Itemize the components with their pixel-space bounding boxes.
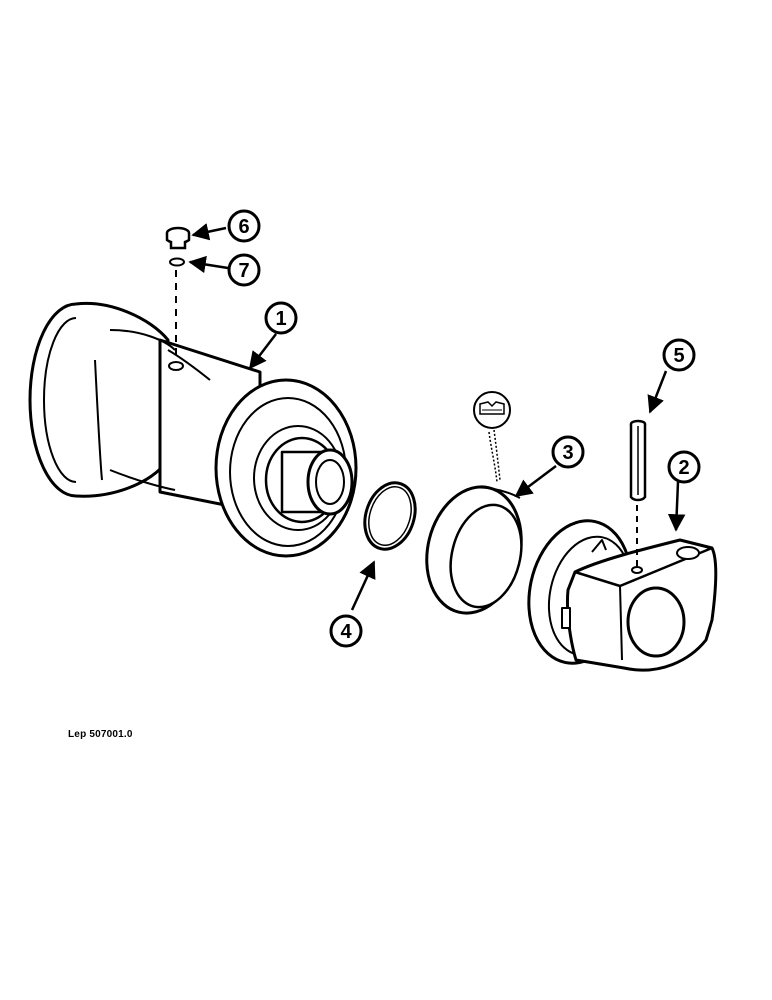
svg-text:2: 2 <box>678 457 689 479</box>
svg-text:4: 4 <box>340 621 352 643</box>
callout-2: 2 <box>667 450 701 484</box>
plug-part <box>165 226 191 250</box>
svg-text:3: 3 <box>562 442 573 464</box>
bracket-part <box>527 519 718 672</box>
callout-4: 4 <box>329 614 363 648</box>
callout-leaders <box>188 223 686 611</box>
svg-text:1: 1 <box>275 308 286 330</box>
roll-pin-part <box>629 419 647 502</box>
roller-assembly <box>28 301 358 558</box>
svg-text:6: 6 <box>238 216 249 238</box>
figure-reference-code: Lep 507001.0 <box>68 729 133 740</box>
svg-text:5: 5 <box>673 345 684 367</box>
callout-7: 7 <box>227 253 261 287</box>
seal-ring-part <box>425 485 523 615</box>
lubricant-symbol <box>473 391 511 483</box>
svg-text:7: 7 <box>238 260 249 282</box>
callout-1: 1 <box>264 301 298 335</box>
callout-6: 6 <box>227 209 261 243</box>
o-ring-part <box>363 481 417 551</box>
callout-5: 5 <box>662 338 696 372</box>
small-o-ring-part <box>169 257 185 267</box>
callout-3: 3 <box>551 435 585 469</box>
